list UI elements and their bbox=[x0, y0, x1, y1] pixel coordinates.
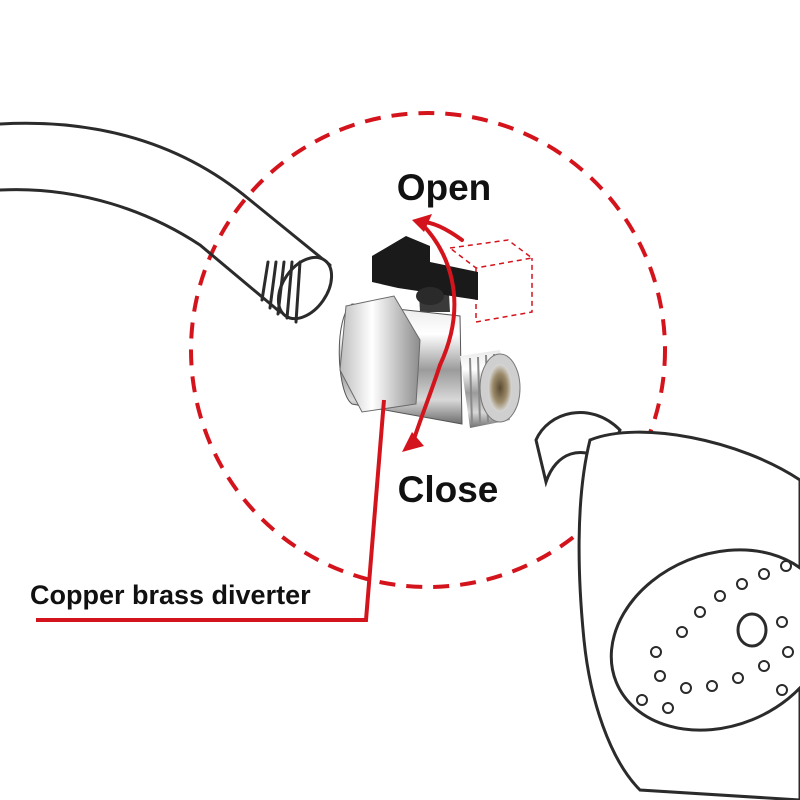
callout-label: Copper brass diverter bbox=[30, 580, 311, 610]
shower-arm-pipe-icon bbox=[0, 121, 334, 324]
close-arrowhead-icon bbox=[402, 432, 424, 452]
highlight-circle bbox=[189, 111, 667, 589]
shower-head-nozzles bbox=[636, 560, 794, 714]
shower-head-icon bbox=[534, 411, 800, 800]
callout-leader-line bbox=[36, 399, 386, 622]
open-arrowhead-icon bbox=[412, 214, 432, 232]
open-arrow-body bbox=[418, 220, 457, 367]
open-label: Open bbox=[397, 167, 492, 208]
diverter-valve-icon bbox=[338, 236, 534, 428]
close-label: Close bbox=[398, 469, 499, 510]
